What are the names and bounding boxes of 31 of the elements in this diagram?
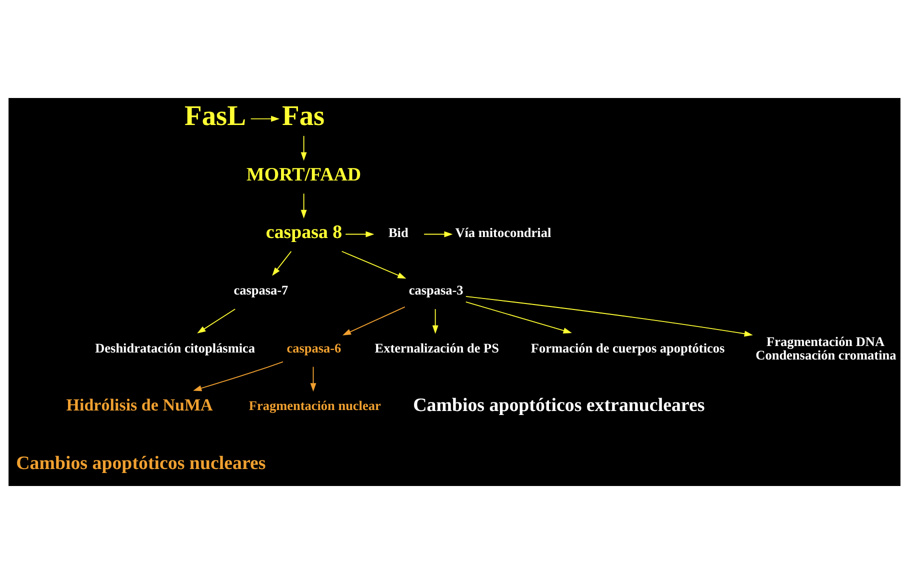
arrow: [345, 230, 374, 237]
arrow: [341, 250, 406, 278]
node-text: Externalización de PS: [374, 340, 500, 355]
arrow: [197, 308, 236, 333]
node-text: Vía mitocondrial: [455, 224, 552, 240]
arrow: [310, 366, 316, 392]
node-text: caspasa-3: [408, 282, 464, 298]
node-text: caspasa 8: [266, 222, 342, 243]
node-text: Fragmentación nuclear: [248, 398, 381, 413]
label: Cambios apoptóticos extranucleares: [413, 394, 705, 416]
node-text: caspasa-7: [234, 282, 288, 298]
node-text: Formación de cuerpos apoptóticos: [530, 340, 725, 355]
arrow: [250, 115, 280, 122]
node-text: FasL: [184, 100, 246, 132]
node-text: Fas: [282, 100, 325, 132]
arrow: [465, 295, 753, 336]
arrow: [193, 360, 284, 391]
label: Cambios apoptóticos nucleares: [16, 452, 266, 474]
node-text: MORT/FAAD: [246, 164, 362, 185]
arrow: [424, 230, 453, 237]
node-text: Fragmentación DNA Condensación cromatina: [756, 334, 896, 362]
node-text: Deshidratación citoplásmica: [95, 340, 256, 355]
arrow: [300, 192, 307, 218]
arrow: [432, 308, 438, 334]
arrow: [342, 306, 406, 335]
arrow: [300, 134, 307, 160]
arrow: [272, 250, 292, 276]
node-text: Bid: [388, 224, 408, 240]
node-text: Hidrólisis de NuMA: [66, 395, 213, 414]
node-text: caspasa-6: [286, 340, 342, 355]
arrow: [465, 300, 572, 333]
